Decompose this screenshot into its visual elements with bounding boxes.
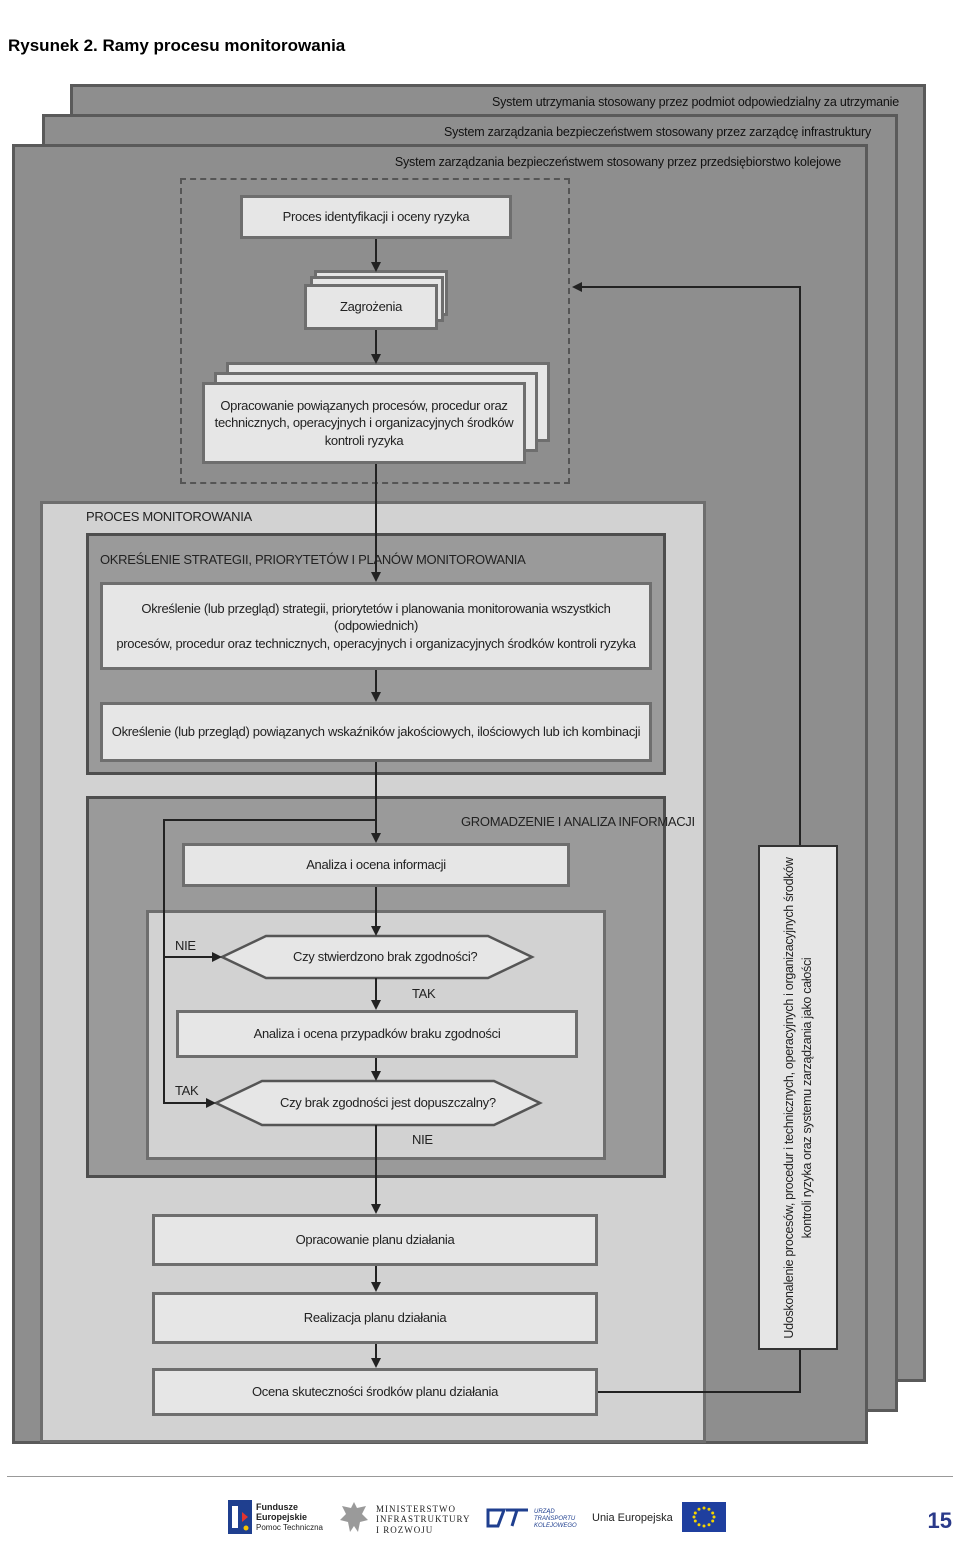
label-nie-2: NIE <box>412 1132 433 1147</box>
label-tak-2: TAK <box>175 1083 199 1098</box>
utk-logo-icon <box>484 1506 532 1530</box>
eu-text: Unia Europejska <box>592 1512 673 1524</box>
strategy-line-1: Określenie (lub przegląd) strategii, pri… <box>141 600 611 634</box>
utk-line-2: TRANSPORTU <box>534 1515 576 1522</box>
fe-logo <box>228 1500 252 1534</box>
fe-line-2: Europejskie <box>256 1512 308 1523</box>
controls-box: Opracowanie powiązanych procesów, proced… <box>202 382 526 464</box>
ministry-text: MINISTERSTWO INFRASTRUKTURY I ROZWOJU <box>376 1504 471 1535</box>
eu-flag-icon <box>682 1502 726 1532</box>
layer-infrastructure-title: System zarządzania bezpieczeństwem stoso… <box>443 125 871 139</box>
controls-line-3: kontroli ryzyka <box>324 432 404 448</box>
label-nie-1: NIE <box>175 938 196 953</box>
decision-1-text: Czy stwierdzono brak zgodności? <box>293 949 478 964</box>
eagle-icon <box>338 1500 370 1534</box>
fe-text: Fundusze Europejskie Pomoc Techniczna <box>256 1502 323 1532</box>
mi-line-1: MINISTERSTWO <box>376 1504 456 1514</box>
page-number: 15 <box>927 1508 952 1533</box>
strategy-title: OKREŚLENIE STRATEGII, PRIORYTETÓW I PLAN… <box>100 552 526 567</box>
noncompliance-box: Analiza i ocena przypadków braku zgodnoś… <box>176 1010 578 1058</box>
layer-railway-title: System zarządzania bezpieczeństwem stoso… <box>394 155 841 169</box>
utk-line-1: URZĄD <box>534 1509 555 1515</box>
risk-identification-box: Proces identyfikacji i oceny ryzyka <box>240 195 512 239</box>
hazards-box: Zagrożenia <box>304 284 438 330</box>
utk-line-3: KOLEJOWEGO <box>534 1522 577 1529</box>
utk-text: URZĄD TRANSPORTU KOLEJOWEGO <box>534 1509 577 1530</box>
strategy-line-2: procesów, procedur oraz technicznych, op… <box>116 635 636 651</box>
controls-line-2: technicznych, operacyjnych i organizacyj… <box>214 415 514 431</box>
monitoring-process-title: PROCES MONITOROWANIA <box>86 509 252 524</box>
mi-line-3: I ROZWOJU <box>376 1524 434 1535</box>
implement-box: Realizacja planu działania <box>152 1292 598 1344</box>
evaluate-to-improvement <box>598 1350 801 1393</box>
strategy-box: Określenie (lub przegląd) strategii, pri… <box>100 582 652 670</box>
footer-divider <box>7 1476 953 1477</box>
analysis-box: Analiza i ocena informacji <box>182 843 570 887</box>
improvement-box: Udoskonalenie procesów, procedur i techn… <box>758 845 838 1350</box>
fe-line-1: Fundusze <box>256 1502 298 1512</box>
fe-line-3: Pomoc Techniczna <box>256 1522 323 1532</box>
decision-2-text: Czy brak zgodności jest dopuszczalny? <box>280 1095 496 1110</box>
improvement-to-top <box>572 282 801 845</box>
decision-2-shape <box>213 1079 543 1127</box>
controls-line-1: Opracowanie powiązanych procesów, proced… <box>220 397 508 413</box>
plan-box: Opracowanie planu działania <box>152 1214 598 1266</box>
loop-line <box>163 819 376 1108</box>
decision-1-shape <box>219 934 535 980</box>
mi-line-2: INFRASTRUKTURY <box>376 1514 471 1525</box>
fe-star-icon <box>228 1500 252 1534</box>
figure-title: Rysunek 2. Ramy procesu monitorowania <box>8 36 346 55</box>
label-tak-1: TAK <box>412 986 436 1001</box>
indicators-box: Określenie (lub przegląd) powiązanych ws… <box>100 702 652 762</box>
evaluate-box: Ocena skuteczności środków planu działan… <box>152 1368 598 1416</box>
layer-maintenance-title: System utrzymania stosowany przez podmio… <box>491 95 899 109</box>
gathering-title: GROMADZENIE I ANALIZA INFORMACJI <box>461 814 695 829</box>
